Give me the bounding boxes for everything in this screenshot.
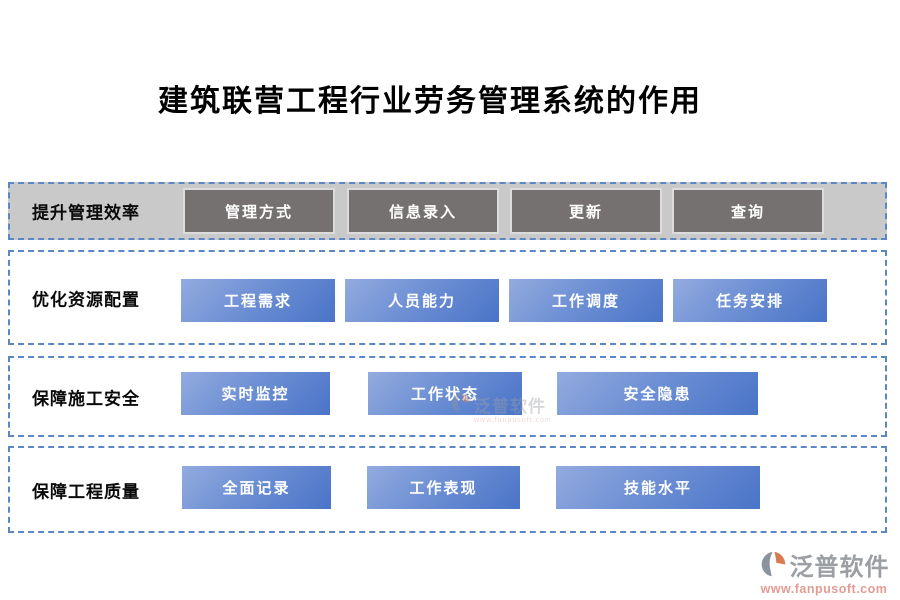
btn-work-scheduling[interactable]: 工作调度: [509, 279, 663, 322]
section-ensure-construction-safety: 保障施工安全 实时监控 工作状态 安全隐患: [8, 356, 887, 437]
section-label: 保障施工安全: [32, 389, 140, 408]
btn-info-entry[interactable]: 信息录入: [347, 188, 499, 234]
btn-safety-hazard[interactable]: 安全隐患: [557, 372, 758, 415]
btn-update[interactable]: 更新: [510, 188, 662, 234]
btn-full-record[interactable]: 全面记录: [182, 466, 331, 509]
btn-work-status[interactable]: 工作状态: [368, 372, 522, 415]
page-title: 建筑联营工程行业劳务管理系统的作用: [158, 85, 702, 118]
section-label: 保障工程质量: [32, 482, 140, 501]
section-improve-management-efficiency: 提升管理效率 管理方式 信息录入 更新 查询: [8, 182, 887, 240]
section-ensure-project-quality: 保障工程质量 全面记录 工作表现 技能水平: [8, 446, 887, 533]
btn-work-performance[interactable]: 工作表现: [367, 466, 520, 509]
brand-url: www.fanpusoft.com: [760, 582, 888, 596]
section-label: 提升管理效率: [32, 203, 140, 223]
brand-name: 泛普软件: [789, 554, 890, 581]
btn-task-arrangement[interactable]: 任务安排: [673, 279, 827, 322]
btn-query[interactable]: 查询: [672, 188, 824, 234]
btn-realtime-monitoring[interactable]: 实时监控: [181, 372, 330, 415]
btn-skill-level[interactable]: 技能水平: [556, 466, 760, 509]
fanpu-swirl-icon: [759, 550, 788, 579]
btn-personnel-ability[interactable]: 人员能力: [345, 279, 499, 322]
btn-management-method[interactable]: 管理方式: [183, 188, 335, 234]
section-label: 优化资源配置: [32, 290, 140, 309]
section-optimize-resource-allocation: 优化资源配置 工程需求 人员能力 工作调度 任务安排: [8, 250, 887, 345]
fanpu-logo: 泛普软件 www.fanpusoft.com: [756, 547, 892, 596]
btn-project-demand[interactable]: 工程需求: [181, 279, 335, 322]
